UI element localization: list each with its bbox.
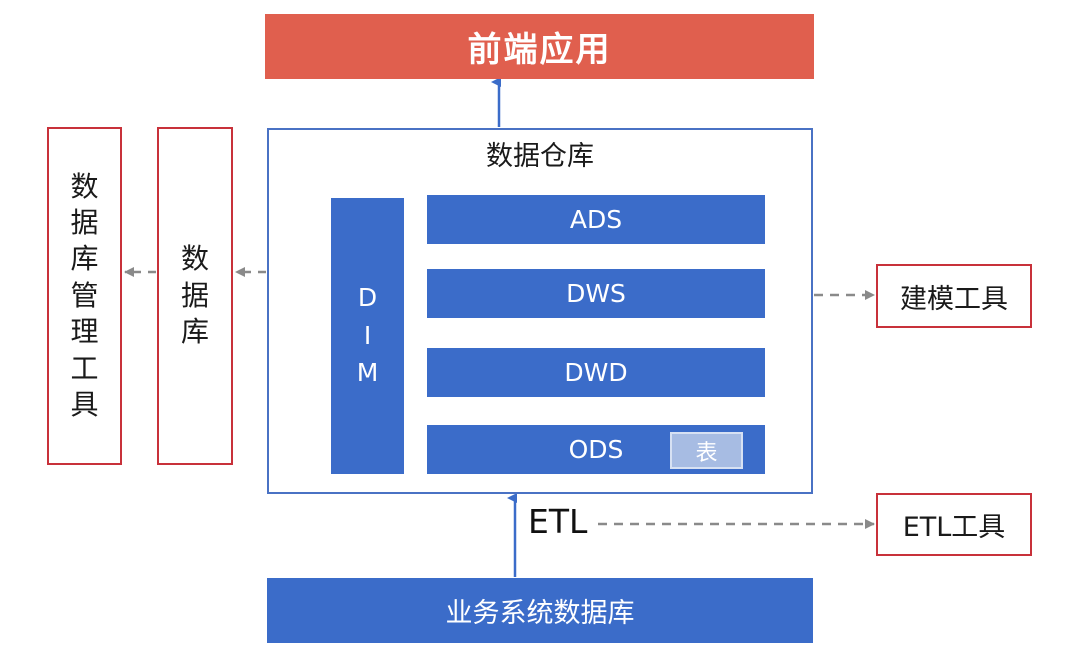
mgmt-char: 具 <box>70 387 99 421</box>
frontend-application-box: 前端应用 <box>265 14 814 79</box>
mgmt-char: 据 <box>70 206 99 240</box>
layer-label: ADS <box>569 205 623 234</box>
modeling-tool-box: 建模工具 <box>876 264 1032 328</box>
layer-ads: ADS <box>427 195 765 244</box>
etl-tool-box: ETL工具 <box>876 493 1032 556</box>
business-system-database-box: 业务系统数据库 <box>267 578 813 643</box>
layer-label: ODS <box>568 435 624 464</box>
mgmt-char: 管 <box>70 278 99 312</box>
database-char: 数 <box>180 242 209 276</box>
dim-letter: M <box>356 358 379 388</box>
modeling-tool-label: 建模工具 <box>900 283 1008 315</box>
mgmt-char: 库 <box>70 242 99 276</box>
mgmt-char: 理 <box>70 315 99 349</box>
database-box: 数 据 库 <box>157 127 233 465</box>
table-chip-label: 表 <box>695 440 718 466</box>
business-db-label: 业务系统数据库 <box>445 598 635 629</box>
dim-letter: D <box>357 282 378 312</box>
dim-column: D I M <box>331 198 404 474</box>
layer-label: DWD <box>564 358 628 387</box>
database-management-tool-box: 数 据 库 管 理 工 具 <box>47 127 122 465</box>
mgmt-char: 数 <box>70 169 99 203</box>
frontend-label: 前端应用 <box>467 30 612 70</box>
database-char: 库 <box>180 315 209 349</box>
mgmt-char: 工 <box>70 351 99 385</box>
layer-label: DWS <box>566 279 626 308</box>
etl-label: ETL <box>528 502 588 541</box>
layer-dws: DWS <box>427 269 765 318</box>
etl-tool-label: ETL工具 <box>902 512 1006 543</box>
layer-dwd: DWD <box>427 348 765 397</box>
ods-table-chip: 表 <box>670 432 743 469</box>
data-warehouse-title: 数据仓库 <box>486 141 594 172</box>
database-char: 据 <box>180 278 209 312</box>
dim-letter: I <box>363 320 372 350</box>
